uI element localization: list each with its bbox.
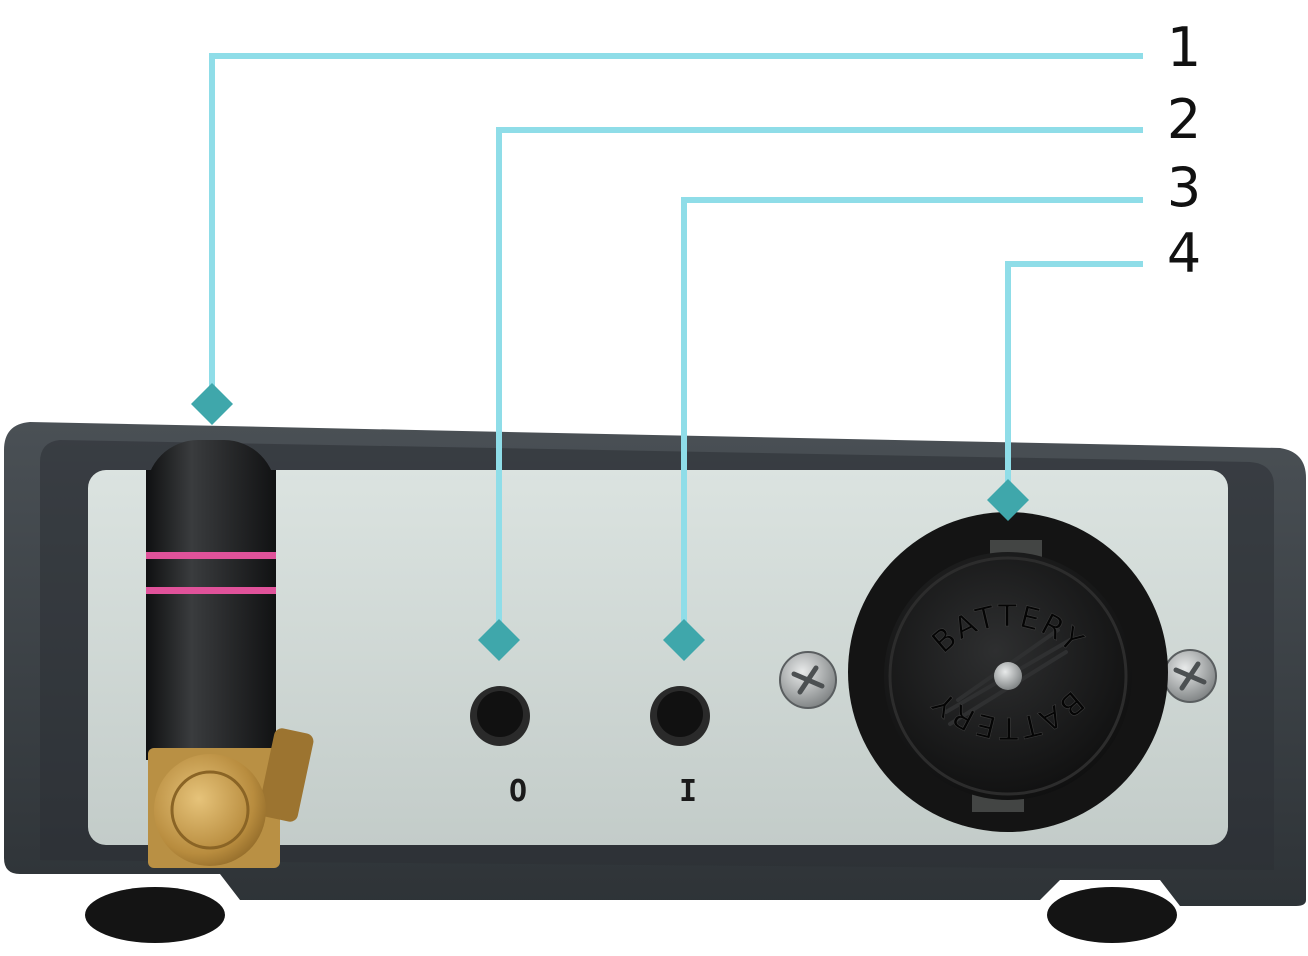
leader-lines — [209, 53, 1143, 640]
battery-compartment: BATTERY BATTERY — [779, 512, 1217, 832]
off-label: O — [509, 774, 527, 809]
leader-line-2 — [496, 127, 1143, 640]
off-button-assembly: O — [470, 686, 530, 809]
right-screw — [1163, 649, 1217, 703]
right-foot — [1047, 887, 1177, 943]
callout-number-1: 1 — [1167, 16, 1201, 79]
callout-number-2: 2 — [1167, 88, 1201, 151]
left-screw — [779, 651, 837, 709]
leader-line-4 — [1005, 261, 1143, 500]
marker-1 — [191, 383, 233, 425]
antenna-connector — [148, 728, 314, 868]
callout-numbers: 1 2 3 4 — [1167, 16, 1201, 285]
on-label: I — [679, 774, 697, 809]
on-button[interactable] — [657, 691, 703, 737]
off-button[interactable] — [477, 691, 523, 737]
rubber-feet — [85, 887, 1177, 943]
callout-number-3: 3 — [1167, 156, 1201, 219]
on-button-assembly: I — [650, 686, 710, 809]
marker-4 — [987, 479, 1029, 521]
leader-line-3 — [681, 197, 1143, 640]
leader-line-1 — [209, 53, 1143, 404]
callout-number-4: 4 — [1167, 222, 1201, 285]
left-foot — [85, 887, 225, 943]
marker-2 — [478, 619, 520, 661]
marker-3 — [663, 619, 705, 661]
antenna-stripe-lower — [146, 587, 276, 594]
battery-cap-center-screw — [994, 662, 1022, 690]
leader-markers — [191, 383, 1029, 661]
antenna — [146, 440, 314, 868]
antenna-stripe-upper — [146, 552, 276, 559]
